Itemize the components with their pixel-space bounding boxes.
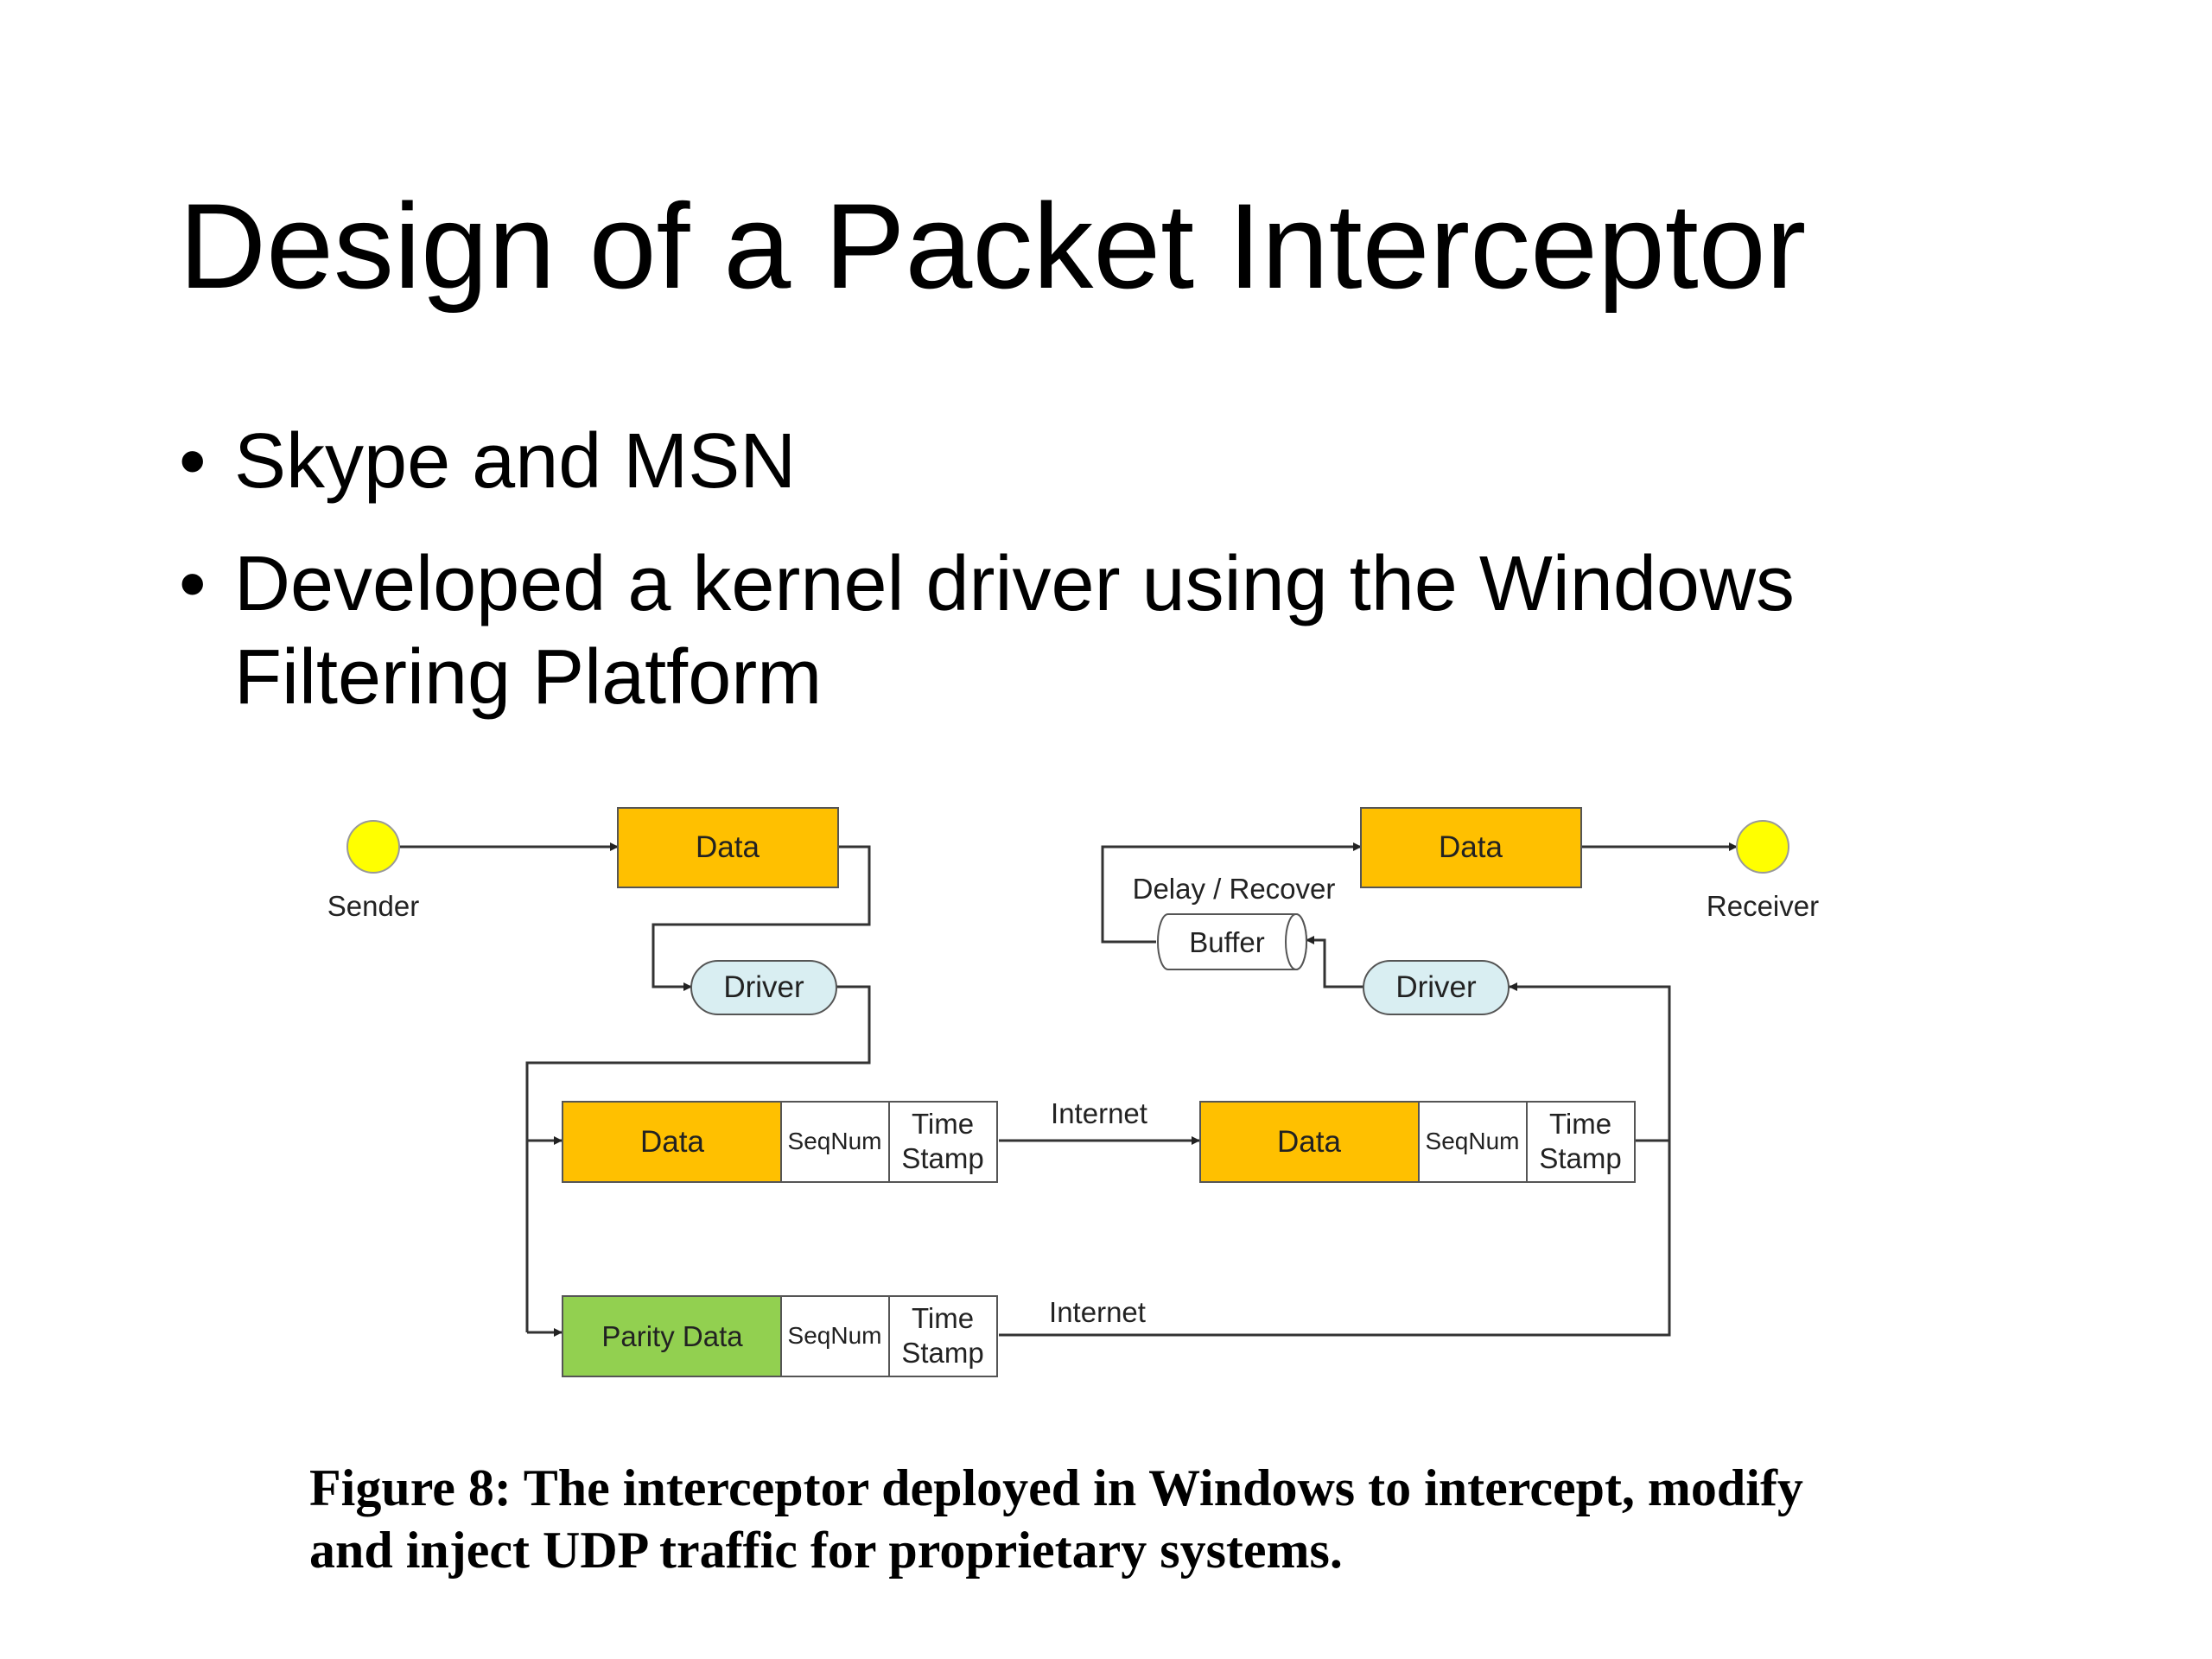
bullet-dot-icon: • [179, 541, 207, 627]
packet-seqnum-label: SeqNum [1426, 1128, 1520, 1154]
parity-data-label: Parity Data [601, 1320, 743, 1352]
bullet-item: • Skype and MSN [179, 415, 2080, 508]
driver-to-packets-line [525, 985, 871, 1332]
receiver-driver-pill [1363, 960, 1510, 1015]
sender-driver-pill [690, 960, 837, 1015]
figure-caption: Figure 8: The interceptor deployed in Wi… [309, 1459, 1803, 1579]
slide-title: Design of a Packet Interceptor [179, 178, 1807, 314]
connector-lines [399, 842, 1738, 1337]
packet-stamp-label: Stamp [1539, 1142, 1621, 1174]
bullet-text: Skype and MSN [234, 418, 797, 505]
bullet-item: • Developed a kernel driver using the Wi… [179, 537, 2080, 724]
packet-stamp-label: Stamp [901, 1337, 983, 1369]
packet-time-label: Time [1549, 1108, 1611, 1140]
sender-label: Sender [327, 890, 419, 922]
to-receiver-driver-arrow [1509, 982, 1671, 1141]
sender-data-label: Data [696, 830, 760, 864]
parity-internet-line [999, 1139, 1671, 1337]
sender-driver-label: Driver [723, 970, 804, 1004]
receiver-data-box [1360, 807, 1582, 888]
buffer-cylinder-end [1285, 913, 1307, 970]
internet-label-bottom: Internet [1049, 1296, 1146, 1328]
packet-stamp-label: Stamp [901, 1142, 983, 1174]
receiver-data-packet [1199, 1101, 1636, 1183]
receiver-label: Receiver [1707, 890, 1819, 922]
sender-node-icon [346, 820, 400, 874]
internet-label-top: Internet [1051, 1097, 1147, 1129]
packet-data-label: Data [1277, 1125, 1341, 1159]
packet-data-label: Data [640, 1125, 704, 1159]
sender-data-box [617, 807, 839, 888]
parity-data-packet [562, 1295, 998, 1377]
packet-seqnum-label: SeqNum [788, 1322, 882, 1349]
packet-time-label: Time [912, 1108, 974, 1140]
bullet-dot-icon: • [179, 418, 207, 505]
packet-seqnum-label: SeqNum [788, 1128, 882, 1154]
delay-recover-label: Delay / Recover [1133, 873, 1336, 905]
buffer-to-data-arrow [1101, 842, 1362, 944]
driver-to-buffer-arrow [1306, 936, 1363, 988]
receiver-node-icon [1736, 820, 1789, 874]
data-to-driver-arrow [652, 845, 871, 991]
buffer-label: Buffer [1189, 926, 1264, 958]
bullet-list: • Skype and MSN • Developed a kernel dri… [179, 415, 2080, 753]
sender-data-packet [562, 1101, 998, 1183]
receiver-data-label: Data [1439, 830, 1503, 864]
receiver-driver-label: Driver [1395, 970, 1477, 1004]
packet-time-label: Time [912, 1302, 974, 1334]
bullet-text: Developed a kernel driver using the Wind… [234, 541, 1795, 721]
